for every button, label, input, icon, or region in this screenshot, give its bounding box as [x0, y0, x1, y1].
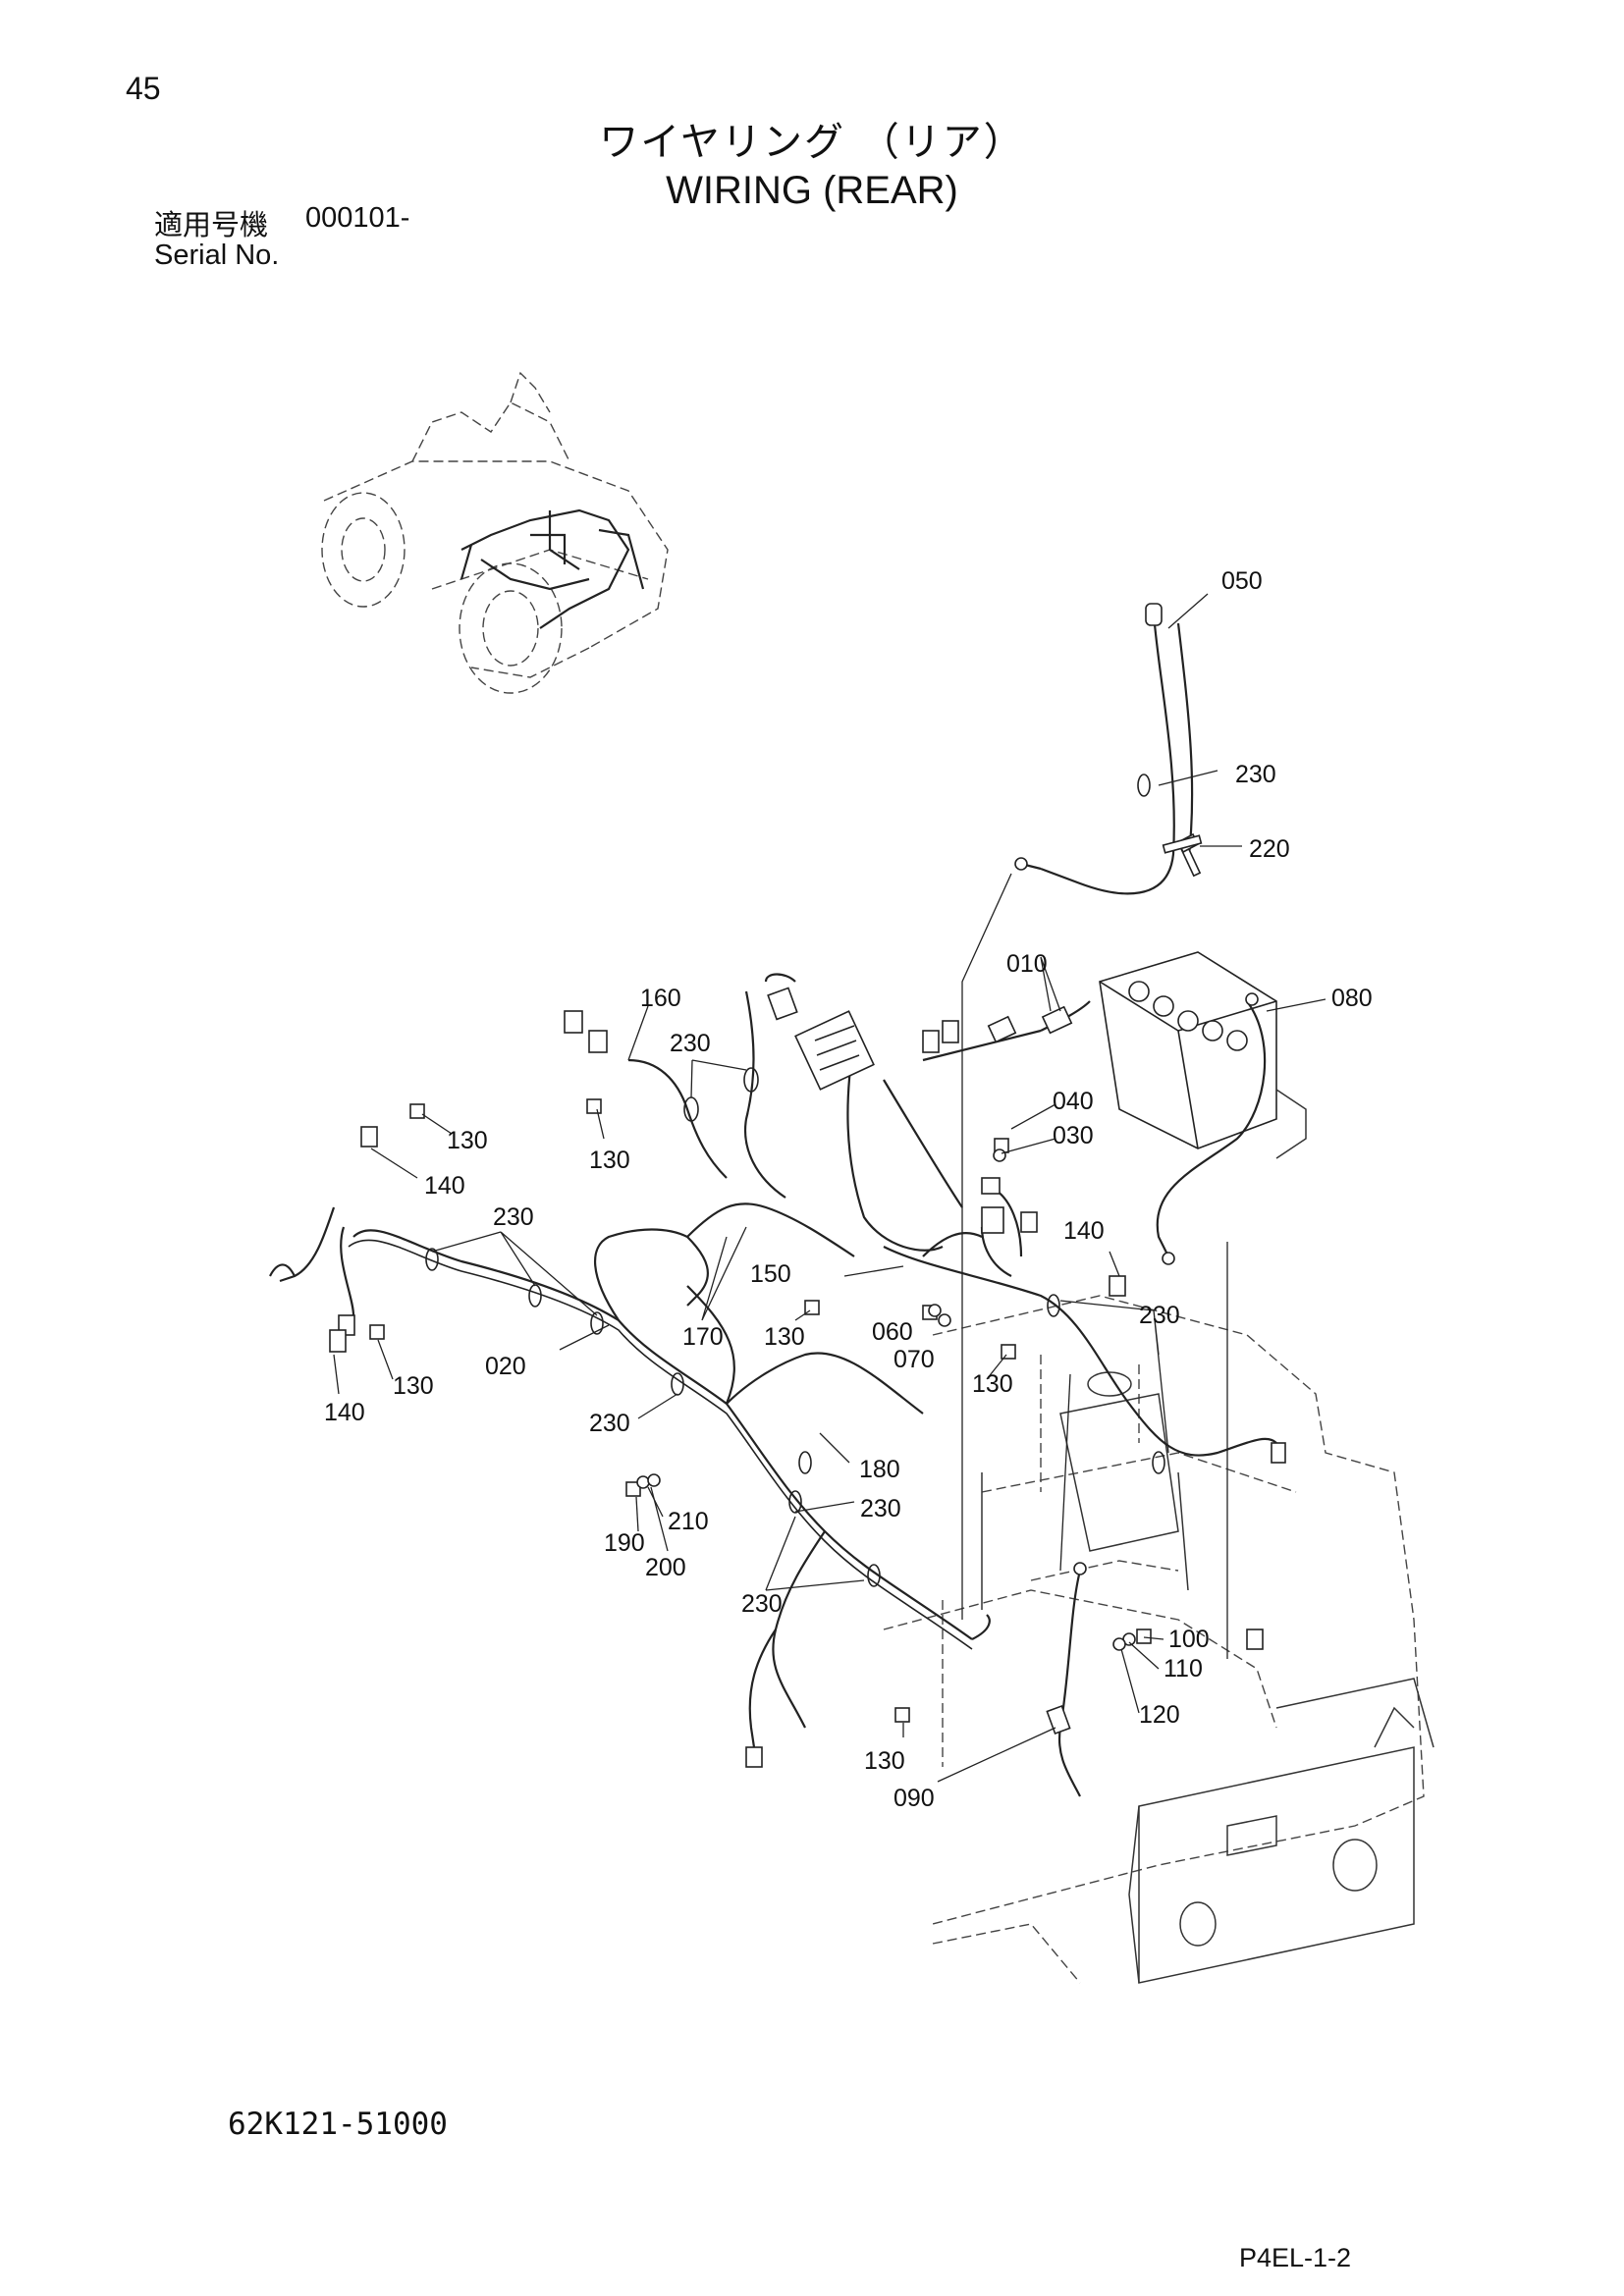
page-number: 45 — [126, 71, 161, 106]
callout-220: 220 — [1249, 835, 1290, 863]
callout-230-c: 230 — [493, 1203, 534, 1231]
callout-200: 200 — [645, 1554, 686, 1581]
callout-230-f: 230 — [860, 1495, 901, 1522]
callout-020: 020 — [485, 1353, 526, 1380]
battery-cables — [1014, 603, 1267, 1265]
callout-210: 210 — [668, 1508, 709, 1535]
callout-230-a: 230 — [1235, 761, 1276, 788]
battery — [1099, 951, 1307, 1159]
callout-230-g: 230 — [741, 1590, 783, 1618]
callout-060: 060 — [872, 1318, 913, 1346]
callout-070: 070 — [893, 1346, 935, 1373]
callout-180: 180 — [859, 1456, 900, 1483]
callout-110: 110 — [1164, 1655, 1203, 1682]
callout-090: 090 — [893, 1785, 935, 1812]
callout-130-e: 130 — [972, 1370, 1013, 1398]
callout-150: 150 — [750, 1260, 791, 1288]
rear-frame-outline — [883, 1295, 1435, 1984]
machine-overview-illustration — [321, 371, 669, 694]
harness-clamps — [425, 774, 1165, 1587]
callout-labels: 050 230 220 010 080 160 230 040 030 130 … — [324, 567, 1373, 1812]
callout-230-d: 230 — [1139, 1302, 1180, 1329]
callout-130-a: 130 — [447, 1127, 488, 1154]
callout-040: 040 — [1053, 1088, 1094, 1115]
callout-130-c: 130 — [764, 1323, 805, 1351]
callout-140-c: 140 — [324, 1399, 365, 1426]
callout-140-b: 140 — [1063, 1217, 1105, 1245]
page-code: P4EL-1-2 — [1239, 2243, 1352, 2272]
callout-170: 170 — [682, 1323, 724, 1351]
ground-strap — [1046, 1562, 1087, 1797]
callout-010: 010 — [1006, 950, 1048, 978]
callout-140-a: 140 — [424, 1172, 465, 1200]
callout-230-b: 230 — [670, 1030, 711, 1057]
callout-100: 100 — [1168, 1626, 1210, 1653]
serial-label-japanese: 適用号機 — [154, 208, 269, 241]
callout-080: 080 — [1331, 985, 1373, 1012]
callout-030: 030 — [1053, 1122, 1094, 1149]
title-japanese: ワイヤリング （リア） — [599, 120, 1025, 165]
callout-130-b: 130 — [589, 1147, 630, 1174]
callout-130-d: 130 — [393, 1372, 434, 1400]
callout-050: 050 — [1221, 567, 1263, 595]
leader-lines — [333, 593, 1326, 1783]
callout-230-e: 230 — [589, 1410, 630, 1437]
callout-130-f: 130 — [864, 1747, 905, 1775]
hardware-parts — [329, 832, 1264, 1723]
diagram-part-number: 62K121-51000 — [228, 2107, 448, 2142]
serial-number: 000101- — [305, 202, 410, 234]
upper-harness-connectors — [564, 973, 1091, 1277]
callout-160: 160 — [640, 985, 681, 1012]
title-english: WIRING (REAR) — [666, 169, 958, 212]
serial-label-english: Serial No. — [154, 240, 280, 271]
callout-120: 120 — [1139, 1701, 1180, 1729]
callout-190: 190 — [604, 1529, 645, 1557]
